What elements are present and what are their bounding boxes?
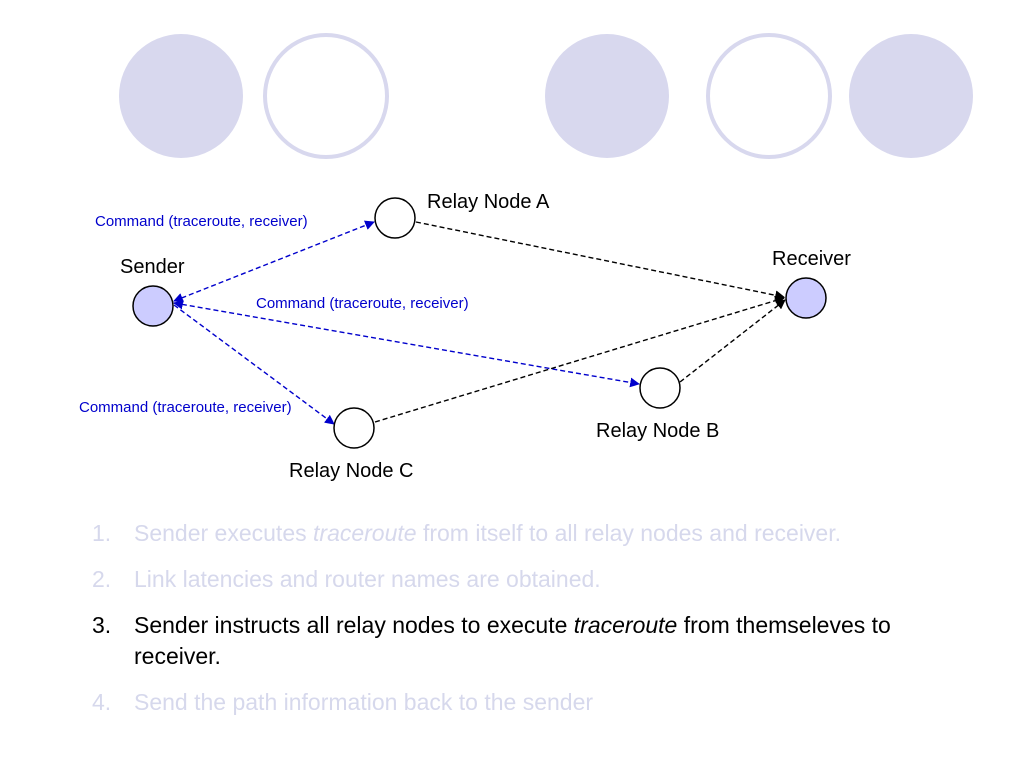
step-3: 3. Sender instructs all relay nodes to ex… <box>92 610 972 672</box>
command-label-to-relay-b: Command (traceroute, receiver) <box>256 295 469 312</box>
relay-node-a <box>374 197 416 239</box>
deco-circle-filled-2 <box>545 34 669 158</box>
sender-node <box>132 285 174 327</box>
path-arrow-relay-b-to-receiver <box>679 299 786 383</box>
step-text-after: from themseleves to receiver. <box>134 612 891 669</box>
step-2: 2. Link latencies and router names are ob… <box>92 564 972 595</box>
step-number: 3. <box>92 612 112 638</box>
step-text: Sender executes <box>134 520 314 546</box>
step-emphasis: traceroute <box>313 520 417 546</box>
deco-circle-outline-2 <box>706 33 832 159</box>
command-arrow-to-relay-a <box>173 220 375 303</box>
step-text-after: from itself to all relay nodes and recei… <box>416 520 841 546</box>
relay-node-c <box>333 407 375 449</box>
deco-circle-filled-1 <box>119 34 243 158</box>
command-label-to-relay-a: Command (traceroute, receiver) <box>95 213 308 230</box>
command-arrow-to-relay-c <box>173 304 335 425</box>
command-label-to-relay-c: Command (traceroute, receiver) <box>79 399 292 416</box>
deco-circle-filled-3 <box>849 34 973 158</box>
step-text: Sender instructs all relay nodes to exec… <box>134 612 574 638</box>
sender-label: Sender <box>120 256 185 278</box>
path-arrow-relay-c-to-receiver <box>374 295 785 423</box>
step-emphasis: traceroute <box>573 612 678 638</box>
step-number: 1. <box>92 520 112 546</box>
deco-circle-outline-1 <box>263 33 389 159</box>
step-text: Link latencies and router names are obta… <box>134 566 601 592</box>
step-number: 2. <box>92 566 112 592</box>
receiver-label: Receiver <box>772 248 851 270</box>
relay-node-b <box>639 367 681 409</box>
command-arrow-to-relay-b <box>173 299 640 388</box>
relay-node-a-label: Relay Node A <box>427 191 550 213</box>
steps-list: 1. Sender executes traceroute from itself… <box>92 518 972 733</box>
relay-node-c-label: Relay Node C <box>289 460 414 482</box>
step-text: Send the path information back to the se… <box>134 689 594 715</box>
step-number: 4. <box>92 689 112 715</box>
receiver-node <box>785 277 827 319</box>
relay-node-b-label: Relay Node B <box>596 420 720 442</box>
step-1: 1. Sender executes traceroute from itself… <box>92 518 972 549</box>
step-4: 4. Send the path information back to the … <box>92 687 972 718</box>
decorative-header-circles <box>119 33 973 159</box>
path-arrow-relay-a-to-receiver <box>415 221 785 301</box>
